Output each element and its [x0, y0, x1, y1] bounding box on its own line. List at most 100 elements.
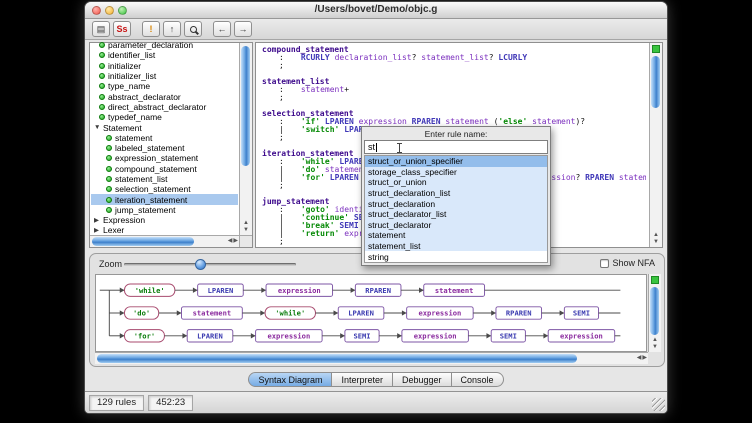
resize-grip[interactable]	[652, 398, 665, 411]
diagram-horizontal-scrollbar-thumb[interactable]	[97, 354, 577, 363]
code-line: :'if' LPAREN expression RPAREN statement…	[279, 117, 586, 126]
code-line: ;	[279, 237, 284, 246]
tree-item-labeled_statement[interactable]: labeled_statement	[91, 143, 238, 153]
svg-text:LPAREN: LPAREN	[208, 286, 234, 295]
tree-horizontal-scrollbar-thumb[interactable]	[92, 237, 194, 246]
tree-item-parameter_declaration[interactable]: parameter_declaration	[91, 40, 238, 50]
suggestion-statement[interactable]: statement	[365, 230, 547, 241]
syntax-coloring-icon: Ss	[116, 23, 128, 34]
tree-item-Statement[interactable]: ▼Statement	[91, 122, 238, 133]
tree-item-label: compound_statement	[115, 163, 197, 174]
diagram-horizontal-scrollbar[interactable]: ◀▶	[95, 352, 648, 364]
rule-name-input[interactable]: st	[364, 140, 548, 154]
code-line: statement_list	[262, 77, 330, 86]
zoom-slider-knob[interactable]	[195, 259, 207, 270]
tree-item-identifier_list[interactable]: identifier_list	[91, 50, 238, 60]
syntax-coloring-button[interactable]: Ss	[113, 21, 131, 37]
close-button[interactable]	[92, 6, 101, 15]
diagram-scroll-arrows-icon[interactable]: ▲▼	[652, 337, 658, 350]
diagram-hscroll-arrows-icon[interactable]: ◀▶	[636, 355, 647, 361]
suggestion-struct_declaration[interactable]: struct_declaration	[365, 198, 547, 209]
goto-rule-button[interactable]: ↑	[163, 21, 181, 37]
tree-item-compound_statement[interactable]: compound_statement	[91, 164, 238, 174]
rule-icon	[99, 114, 105, 121]
console-button[interactable]: ▤	[92, 21, 110, 37]
minimize-button[interactable]	[105, 6, 114, 15]
tree-vertical-scrollbar-thumb[interactable]	[241, 46, 250, 166]
tree-item-label: selection_statement	[115, 184, 191, 195]
suggestion-struct_declaration_list[interactable]: struct_declaration_list	[365, 187, 547, 199]
code-line: ;	[279, 133, 284, 142]
editor-vertical-scrollbar-thumb[interactable]	[651, 56, 660, 108]
zoom-row: Zoom Show NFA	[90, 256, 664, 272]
tree-item-initializer[interactable]: initializer	[91, 61, 238, 71]
suggestion-string[interactable]: string	[365, 251, 547, 262]
tree-item-label: abstract_declarator	[108, 91, 181, 102]
rule-icon	[99, 42, 105, 49]
suggestion-struct_or_union_specifier[interactable]: struct_or_union_specifier	[365, 156, 547, 167]
editor-scroll-arrows-icon[interactable]: ▲▼	[653, 232, 659, 245]
tree-hscroll-arrows-icon[interactable]: ◀▶	[227, 238, 238, 244]
tree-item-initializer_list[interactable]: initializer_list	[91, 71, 238, 81]
maximize-button[interactable]	[118, 6, 127, 15]
tree-item-label: Lexer	[103, 225, 125, 234]
rule-icon	[99, 52, 105, 59]
tree-item-iteration_statement[interactable]: iteration_statement	[91, 194, 238, 205]
show-nfa-checkbox[interactable]	[600, 258, 610, 268]
statusbar: 129 rules 452:23	[85, 391, 667, 413]
window-title: /Users/bovet/Demo/objc.g	[314, 4, 438, 15]
tree-item-Expression[interactable]: ▶Expression	[91, 215, 238, 225]
tree-item-label: identifier_list	[108, 50, 156, 61]
tree-item-label: typedef_name	[108, 112, 162, 123]
suggestion-struct_declarator_list[interactable]: struct_declarator_list	[365, 208, 547, 220]
diagram-vertical-scrollbar-thumb[interactable]	[650, 287, 659, 335]
disclosure-triangle-icon[interactable]: ▶	[94, 227, 99, 234]
svg-text:'while': 'while'	[275, 309, 305, 318]
tree-item-typedef_name[interactable]: typedef_name	[91, 112, 238, 122]
disclosure-triangle-icon[interactable]: ▶	[94, 217, 99, 225]
ibeam-cursor	[395, 143, 403, 153]
suggestion-struct_declarator[interactable]: struct_declarator	[365, 219, 547, 231]
tree-scroll-arrows-icon[interactable]: ▲▼	[243, 220, 249, 233]
tree-item-expression_statement[interactable]: expression_statement	[91, 153, 238, 163]
tab-interpreter[interactable]: Interpreter	[332, 372, 393, 387]
forward-button[interactable]: →	[234, 21, 252, 37]
code-line: :RCURLY declaration_list? statement_list…	[279, 53, 528, 62]
editor-vertical-scrollbar[interactable]: ▲▼	[649, 43, 662, 247]
tree-vertical-scrollbar[interactable]: ▲▼	[239, 43, 252, 235]
tree-horizontal-scrollbar[interactable]: ◀▶	[90, 235, 239, 247]
code-line: ;	[279, 181, 284, 190]
disclosure-triangle-icon[interactable]: ▼	[94, 124, 101, 132]
tree-item-statement[interactable]: statement	[91, 133, 238, 143]
zoom-slider-track[interactable]	[124, 263, 296, 266]
diagram-vertical-scrollbar[interactable]: ▲▼	[648, 274, 661, 352]
suggestion-statement_list[interactable]: statement_list	[365, 240, 547, 252]
tab-console[interactable]: Console	[451, 372, 504, 387]
tree-item-selection_statement[interactable]: selection_statement	[91, 184, 238, 194]
rule-icon	[106, 186, 112, 193]
suggestion-storage_class_specifier[interactable]: storage_class_specifier	[365, 166, 547, 178]
svg-text:expression: expression	[267, 331, 310, 340]
back-button[interactable]: ←	[213, 21, 231, 37]
tree-item-Lexer[interactable]: ▶ Lexer	[91, 225, 238, 234]
tree-item-statement_list[interactable]: statement_list	[91, 174, 238, 184]
suggestion-struct_or_union[interactable]: struct_or_union	[365, 177, 547, 188]
tab-syntax-diagram[interactable]: Syntax Diagram	[248, 372, 333, 387]
titlebar[interactable]: /Users/bovet/Demo/objc.g	[85, 2, 667, 19]
svg-text:'while': 'while'	[135, 286, 165, 295]
check-grammar-icon: !	[149, 23, 153, 34]
svg-text:expression: expression	[278, 286, 321, 295]
tab-debugger[interactable]: Debugger	[393, 372, 452, 387]
tree-item-abstract_declarator[interactable]: abstract_declarator	[91, 91, 238, 102]
tree-item-type_name[interactable]: type_name	[91, 81, 238, 91]
check-grammar-button[interactable]: !	[142, 21, 160, 37]
svg-text:'do': 'do'	[133, 309, 150, 318]
find-button[interactable]	[184, 21, 202, 37]
zoom-slider[interactable]	[124, 258, 296, 270]
tree-item-jump_statement[interactable]: jump_statement	[91, 205, 238, 215]
tree-item-direct_abstract_declarator[interactable]: direct_abstract_declarator	[91, 102, 238, 112]
